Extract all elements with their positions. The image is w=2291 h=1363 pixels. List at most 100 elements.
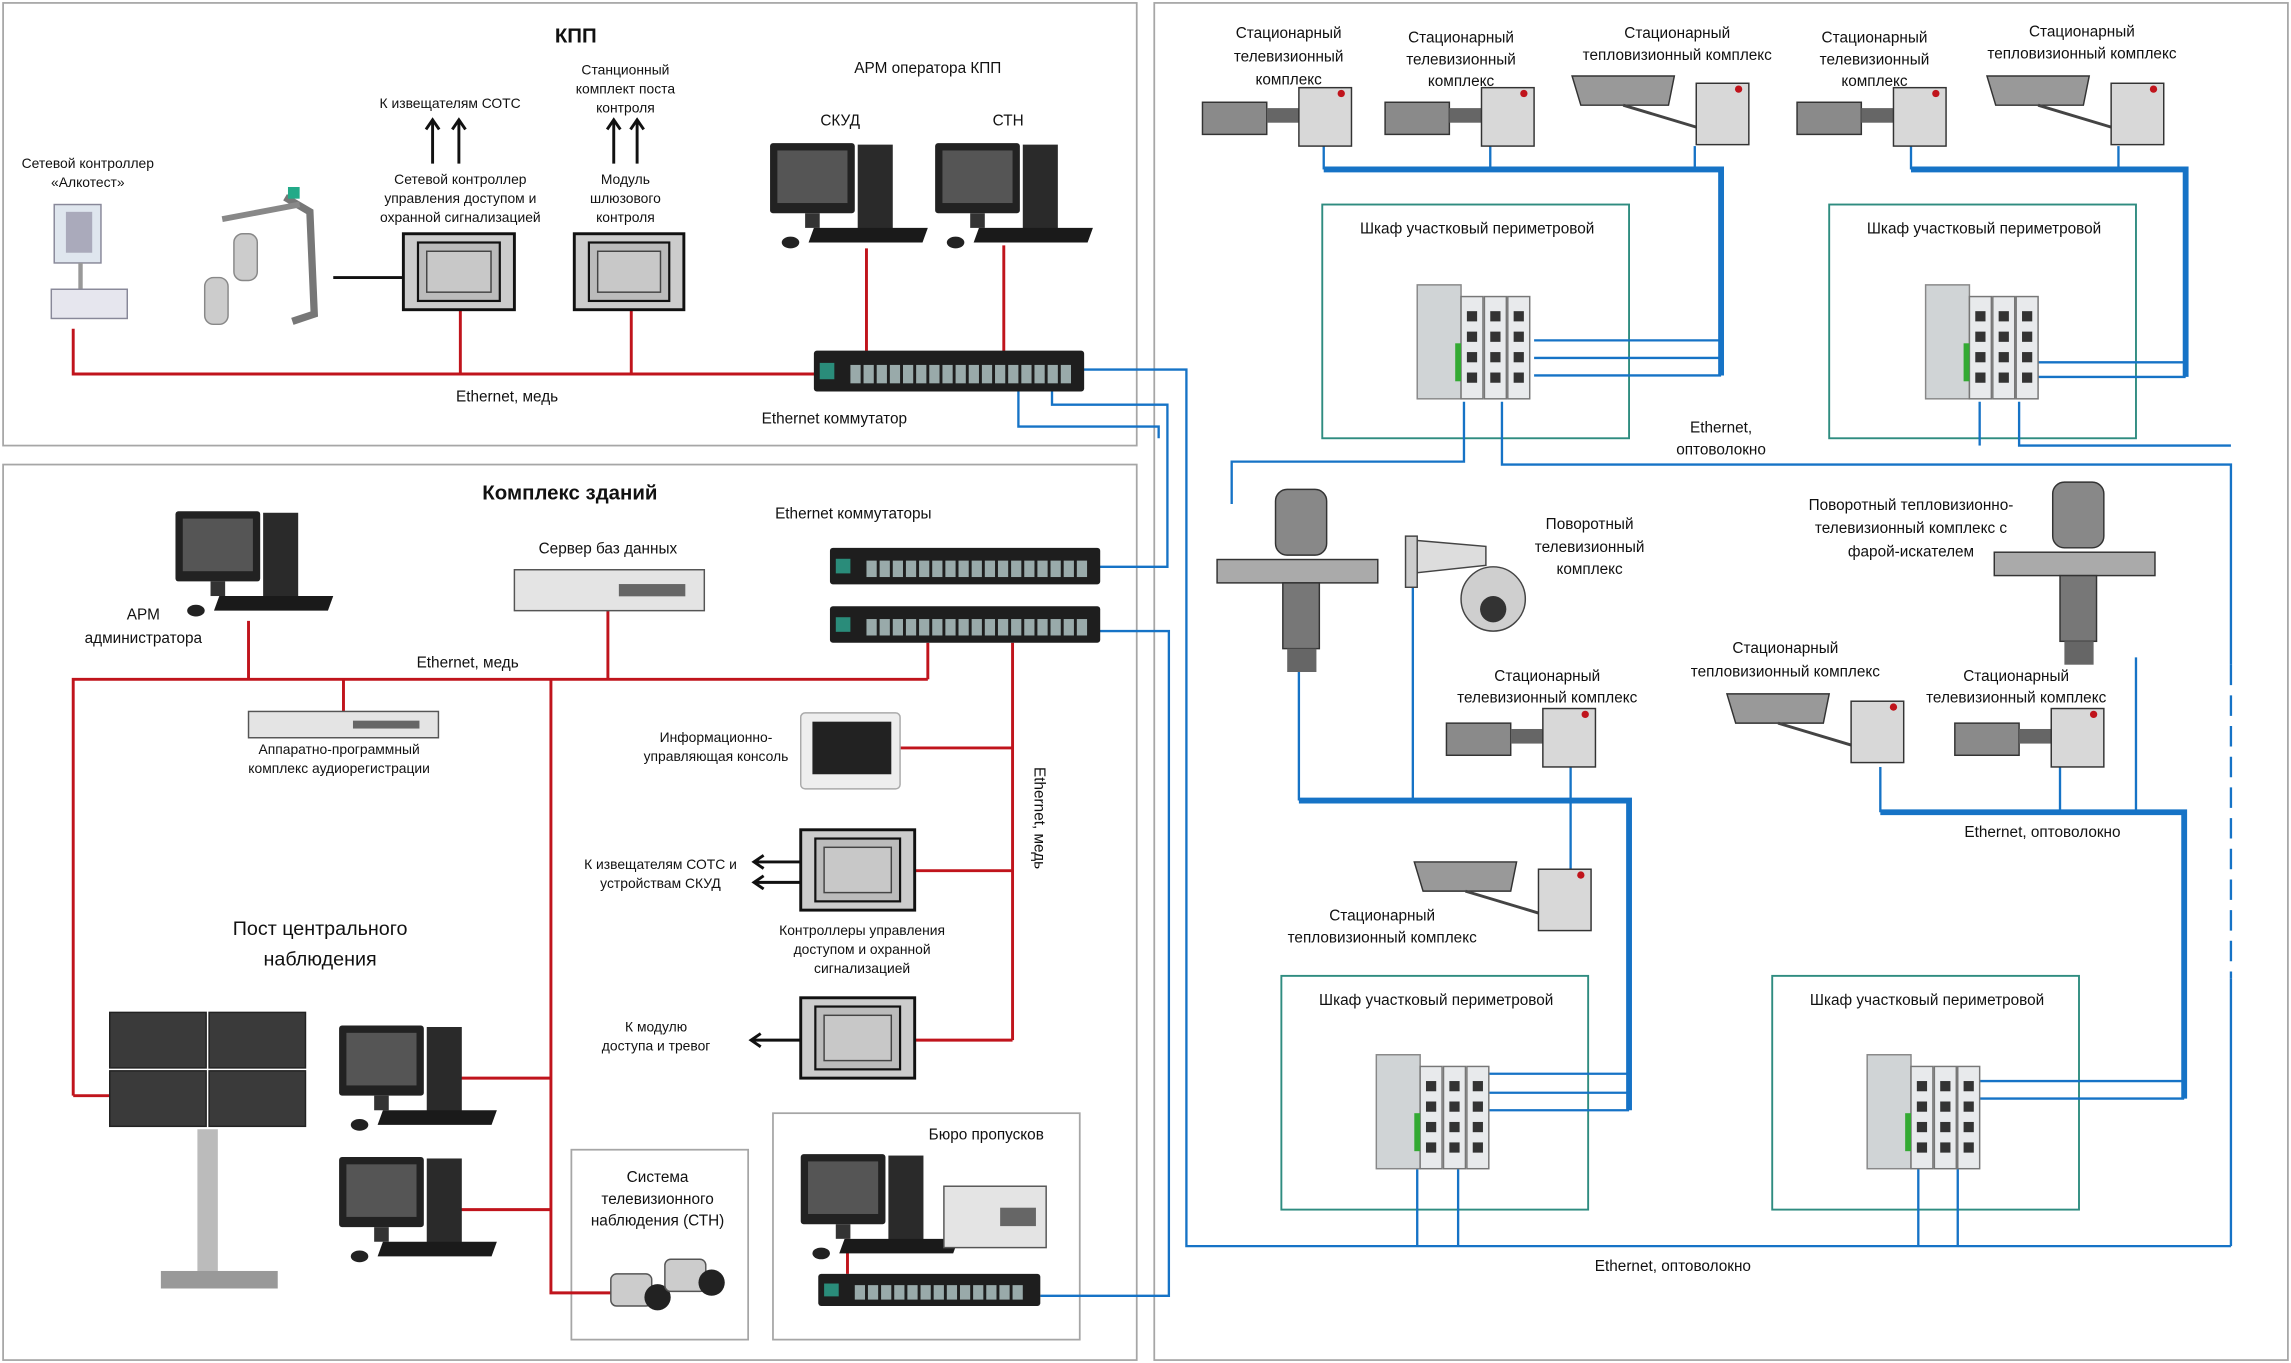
complex-switch-1 [829,547,1101,585]
therm4-label: тепловизионный комплекс [1288,929,1477,946]
to-sots-skud-label: устройствам СКУД [600,875,721,891]
arm-admin-label: администратора [85,630,203,647]
therm4-label: Стационарный [1329,907,1435,924]
kpp-controller-label: управления доступом и [384,190,536,206]
pass-office-switch [818,1273,1041,1307]
cabinet-2-switch [1924,284,2039,400]
thermal-camera-4 [1413,861,1592,932]
cam1-label: комплекс [1256,72,1323,89]
ptz-thermal-camera-left [1216,488,1379,673]
audio-rec-label: комплекс аудиорегистрации [248,760,430,776]
cabinet-3-switch [1375,1054,1490,1170]
console-label: Информационно- [660,729,773,745]
controllers-label: сигнализацией [814,960,910,976]
access-controller-2 [799,996,917,1080]
cabinet-1-label: Шкаф участковый периметровой [1360,221,1594,238]
cctv-label: телевизионного [601,1191,713,1208]
pass-office-label: Бюро пропусков [929,1126,1044,1143]
arrowhead [629,117,645,131]
copper-link [71,328,819,376]
kpp-access-controller [401,232,516,312]
station-kit-label: Станционный [581,62,669,78]
copper-link [549,679,614,1295]
cam3-label: комплекс [1841,73,1908,90]
gateway-label: Модуль [601,171,650,187]
pc-post-1 [339,1025,497,1131]
fiber-trunk [1298,797,1632,1111]
cam2-label: комплекс [1428,73,1495,90]
controllers-label: доступом и охранной [794,941,931,957]
pc-stn [935,143,1093,249]
arrowhead [605,117,622,131]
cam2-label: Стационарный [1408,29,1514,46]
to-sots-label: К извещателям СОТС [380,95,521,111]
therm3-label: тепловизионный комплекс [1691,663,1880,680]
kpp-title: КПП [555,24,597,47]
alcotest-controller [50,203,128,320]
eth-copper-vertical-label: Ethernet, медь [1030,767,1047,869]
kpp-ethernet-switch [813,350,1085,392]
arrowhead [424,117,441,131]
fiber-trunk [1911,166,2189,377]
ptz-thermal-label: Поворотный тепловизионно- [1809,497,2014,514]
arrowhead [748,1032,762,1048]
thermal-camera-3 [1725,693,1905,764]
pc-skud [770,143,928,249]
devices [50,75,2165,1311]
ptz-thermal-label: телевизионный комплекс с [1815,520,2007,537]
arrowhead [751,874,765,891]
switches-label: Ethernet коммутаторы [775,506,931,523]
connections [71,117,2233,1297]
cam2-label: телевизионный [1406,51,1516,68]
to-module-label: доступа и тревог [602,1037,711,1053]
fiber-link [1040,629,1171,1297]
cabinet-1-switch [1416,284,1531,400]
cctv-label: Система [627,1169,689,1186]
console-label: управляющая консоль [644,748,789,764]
pass-office-rack [943,1185,1047,1249]
fiber-top-label: Ethernet, [1690,419,1752,436]
cabinet-1-frame [1321,203,1631,440]
skud-label: СКУД [820,113,860,130]
tv-camera-3 [1796,86,1947,147]
fiber-link [1017,391,1160,439]
db-server-label: Сервер баз данных [539,541,678,558]
cctv-cameras [610,1258,725,1311]
complex-eth-copper-label: Ethernet, медь [417,655,519,672]
alcotest-label: Сетевой контроллер [22,155,155,171]
cam3-label: Стационарный [1822,29,1928,46]
thermal-camera-2 [1985,75,2165,146]
cam1-label: Стационарный [1236,25,1342,42]
fiber-link [1230,401,1466,505]
pc-admin [175,511,334,617]
cabinet-3-label: Шкаф участковый периметровой [1319,992,1553,1009]
tv-camera-5 [1954,707,2105,768]
cctv-label: наблюдения (СТН) [591,1213,724,1230]
gateway-label: шлюзового [590,190,661,206]
ptz-thermal-searchlight [1993,481,2156,665]
turnstile [203,186,319,326]
therm3-label: Стационарный [1732,640,1838,657]
cam1-label: телевизионный [1234,48,1344,65]
gateway-module [572,232,686,312]
kpp-arm-title: АРМ оператора КПП [854,60,1001,77]
tv-camera-4 [1445,707,1597,768]
copper-link [71,677,928,1096]
to-sots-skud-label: К извещателям СОТС и [584,856,737,872]
fiber-link [1500,401,2233,665]
ptz-tv-camera [1404,535,1527,632]
tv-camera-2 [1384,86,1535,147]
therm1-label: Стационарный [1624,25,1730,42]
audio-rec-label: Аппаратно-программный [258,741,419,757]
alcotest-label: «Алкотест» [51,174,125,190]
cabinet-2-label: Шкаф участковый периметровой [1867,221,2101,238]
therm2-label: Стационарный [2029,24,2135,41]
gateway-label: контроля [596,209,655,225]
complex-switch-2 [829,606,1101,643]
audio-recorder [247,710,440,739]
info-console [800,712,901,790]
fiber-link [1050,382,1169,568]
stn-label: СТН [993,113,1024,130]
arrowhead [451,117,467,131]
